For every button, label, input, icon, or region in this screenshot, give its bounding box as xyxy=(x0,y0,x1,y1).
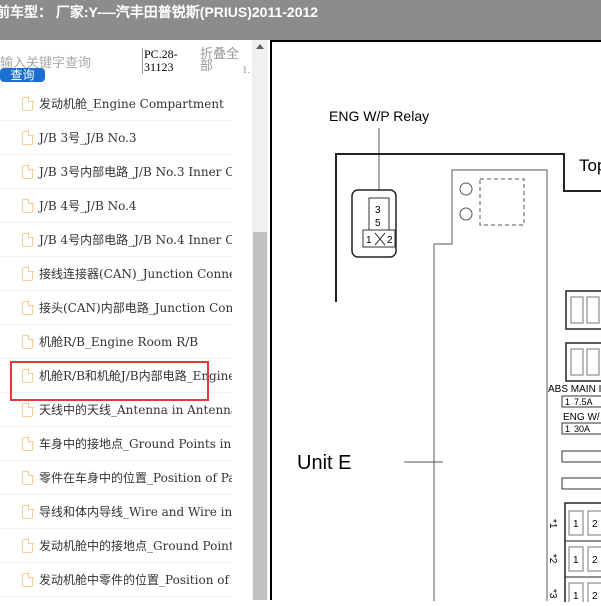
relay-pin: 1 xyxy=(366,235,372,246)
fuse-box-diagram: ENG W/P Relay Top 3 5 1 2 Unit E ABS MAI… xyxy=(297,108,601,606)
tree-item-label: J/B 3号_J/B No.3 xyxy=(39,131,137,145)
tree-item-label: 天线中的天线_Antenna in Antenna xyxy=(39,403,232,417)
file-icon xyxy=(22,435,34,451)
relay-pin: 5 xyxy=(375,218,381,229)
relay-pin: 2 xyxy=(387,235,393,246)
slot-label: *1 xyxy=(547,519,558,529)
tree-item[interactable]: J/B 3号_J/B No.3 xyxy=(0,121,232,155)
tree-item-label: 车身中的接地点_Ground Points in Body xyxy=(39,437,232,451)
tree-item[interactable]: 机舱R/B_Engine Room R/B xyxy=(0,325,232,359)
title-bar: 前车型： 厂家:Y-—汽丰田普锐斯(PRIUS)2011-2012 xyxy=(0,0,601,40)
tree-item[interactable]: 接线连接器(CAN)_Junction Connector xyxy=(0,257,232,291)
slot-pin: 2 xyxy=(592,519,598,530)
slot-pin: 2 xyxy=(592,591,598,602)
fuse-value: 30A xyxy=(574,424,590,434)
slot-label: *3 xyxy=(547,589,558,599)
file-icon xyxy=(22,163,34,179)
search-input[interactable]: 输入关键字查询 xyxy=(0,55,92,70)
pc-code: PC.28-31123 xyxy=(142,48,182,74)
tree-item[interactable]: 发动机舱中零件的位置_Position of Parts xyxy=(0,563,232,597)
file-icon xyxy=(22,231,34,247)
tree-item[interactable]: 机舱R/B和机舱J/B内部电路_Engine Room xyxy=(0,359,232,393)
tree-item-label: 发动机舱中零件的位置_Position of Parts xyxy=(39,573,232,587)
tree-item-label: 机舱R/B_Engine Room R/B xyxy=(39,335,199,349)
tree-item[interactable]: 发动机舱_Engine Compartment xyxy=(0,87,232,121)
file-icon xyxy=(22,367,34,383)
tree-item[interactable]: 导线和体内导线_Wire and Wire in Body xyxy=(0,495,232,529)
tree-item-label: 零件在车身中的位置_Position of Parts xyxy=(39,471,232,485)
sidebar-scrollbar[interactable] xyxy=(252,40,268,600)
slot-pin: 1 xyxy=(573,519,579,530)
tree-item[interactable]: J/B 3号内部电路_J/B No.3 Inner Circuit xyxy=(0,155,232,189)
slot-pin: 1 xyxy=(573,555,579,566)
file-icon xyxy=(22,469,34,485)
selected-highlight-box xyxy=(10,361,209,401)
diagram-viewer: ENG W/P Relay Top 3 5 1 2 Unit E ABS MAI… xyxy=(270,40,601,606)
tree-item-label: 接头(CAN)内部电路_Junction Connector xyxy=(39,301,232,315)
tree-item-label: 机舱R/B和机舱J/B内部电路_Engine Room xyxy=(39,369,232,383)
tree-item-label: J/B 4号_J/B No.4 xyxy=(39,199,137,213)
tree-item-label: 接线连接器(CAN)_Junction Connector xyxy=(39,267,232,281)
file-icon xyxy=(22,299,34,315)
slot-pin: 2 xyxy=(592,555,598,566)
fuse-label: ENG W/ xyxy=(563,412,600,423)
tree-item[interactable]: J/B 4号内部电路_J/B No.4 Inner Circuit xyxy=(0,223,232,257)
scroll-up-arrow-icon[interactable] xyxy=(256,44,264,49)
tree-item[interactable]: 车身中的接地点_Ground Points in Body xyxy=(0,427,232,461)
tree-item-label: 发动机舱_Engine Compartment xyxy=(39,97,224,111)
tree-item-label: J/B 4号内部电路_J/B No.4 Inner Circuit xyxy=(39,233,232,247)
top-label: Top xyxy=(579,156,601,175)
scrollbar-thumb[interactable] xyxy=(253,232,267,600)
file-icon xyxy=(22,503,34,519)
tree-item[interactable]: 天线中的天线_Antenna in Antenna xyxy=(0,393,232,427)
tree-item[interactable]: J/B 4号_J/B No.4 xyxy=(0,189,232,223)
search-button[interactable]: 查询 xyxy=(0,68,45,82)
fuse-value: 7.5A xyxy=(574,397,593,407)
file-icon xyxy=(22,197,34,213)
tree-item-label: 发动机舱中的接地点_Ground Points in xyxy=(39,539,232,553)
file-icon xyxy=(22,571,34,587)
fuse-label: ABS MAIN I xyxy=(548,384,601,395)
tree-item[interactable]: 零件在车身中的位置_Position of Parts xyxy=(0,461,232,495)
unit-label: Unit E xyxy=(297,452,351,474)
relay-connector xyxy=(351,189,397,258)
collapse-all-button[interactable]: 折叠全部 xyxy=(200,46,240,73)
file-icon xyxy=(22,95,34,111)
tree-item[interactable]: 接头(CAN)内部电路_Junction Connector xyxy=(0,291,232,325)
file-icon xyxy=(22,401,34,417)
tree-item-label: 导线和体内导线_Wire and Wire in Body xyxy=(39,505,232,519)
fuse-pin: 1 xyxy=(565,424,570,434)
window-title: 前车型： 厂家:Y-—汽丰田普锐斯(PRIUS)2011-2012 xyxy=(0,4,319,20)
slot-pin: 1 xyxy=(573,591,579,602)
relay-label: ENG W/P Relay xyxy=(329,108,429,124)
file-icon xyxy=(22,265,34,281)
file-icon xyxy=(22,129,34,145)
tree-item[interactable]: 发动机舱中的接地点_Ground Points in xyxy=(0,529,232,563)
tree-item-label: J/B 3号内部电路_J/B No.3 Inner Circuit xyxy=(39,165,232,179)
relay-pin: 3 xyxy=(375,205,381,216)
file-icon xyxy=(22,333,34,349)
sidebar: 输入关键字查询 查询 PC.28-31123 折叠全部 1. 发动机舱_Engi… xyxy=(0,40,252,600)
slot-label: *2 xyxy=(547,554,558,564)
fuse-pin: 1 xyxy=(565,397,570,407)
extra-label: 1. xyxy=(242,64,251,76)
file-icon xyxy=(22,537,34,553)
